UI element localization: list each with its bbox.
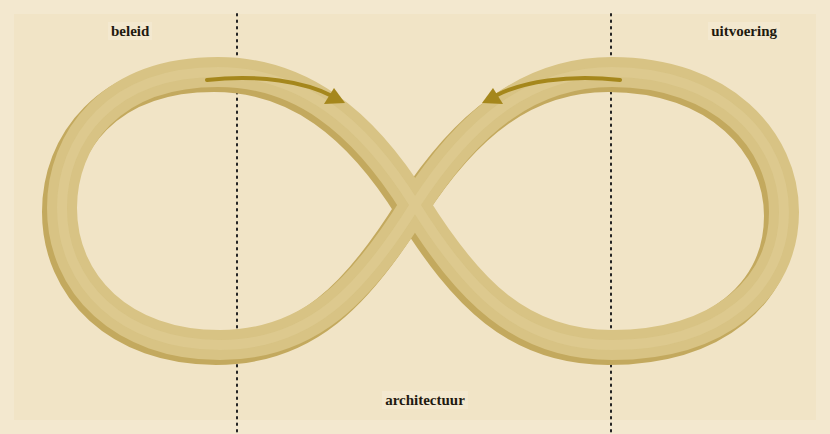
region-label: uitvoering	[708, 22, 780, 40]
panel-ground	[14, 14, 816, 420]
region-label: beleid	[108, 22, 152, 40]
infinity-band	[62, 72, 784, 345]
flow-arrow	[207, 78, 332, 96]
arrow-head	[482, 88, 503, 104]
region-label: architectuur	[382, 391, 468, 409]
flow-arrow	[495, 78, 620, 96]
arrow-head	[324, 88, 345, 104]
band-highlight	[62, 72, 784, 345]
